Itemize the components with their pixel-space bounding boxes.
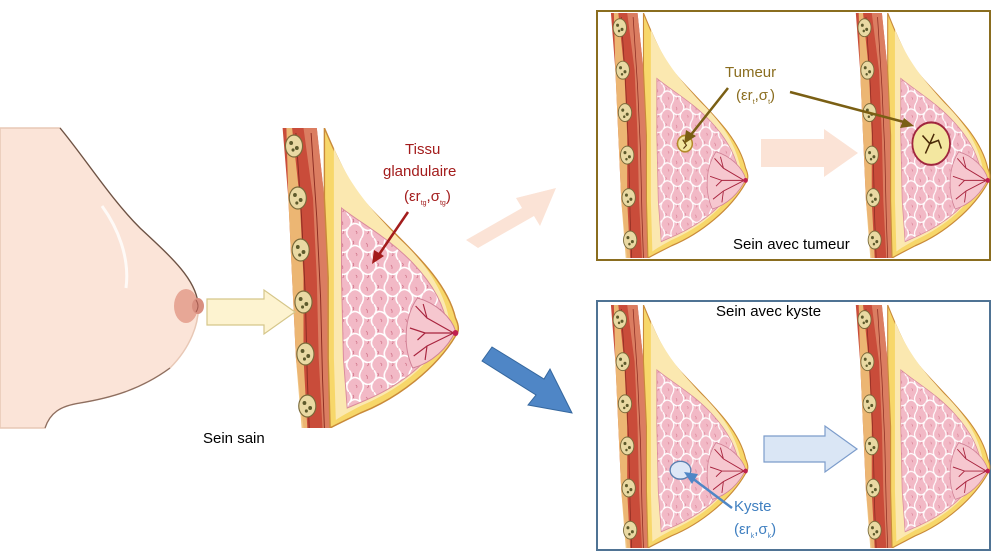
cyst-pointer-arrow (0, 0, 995, 555)
